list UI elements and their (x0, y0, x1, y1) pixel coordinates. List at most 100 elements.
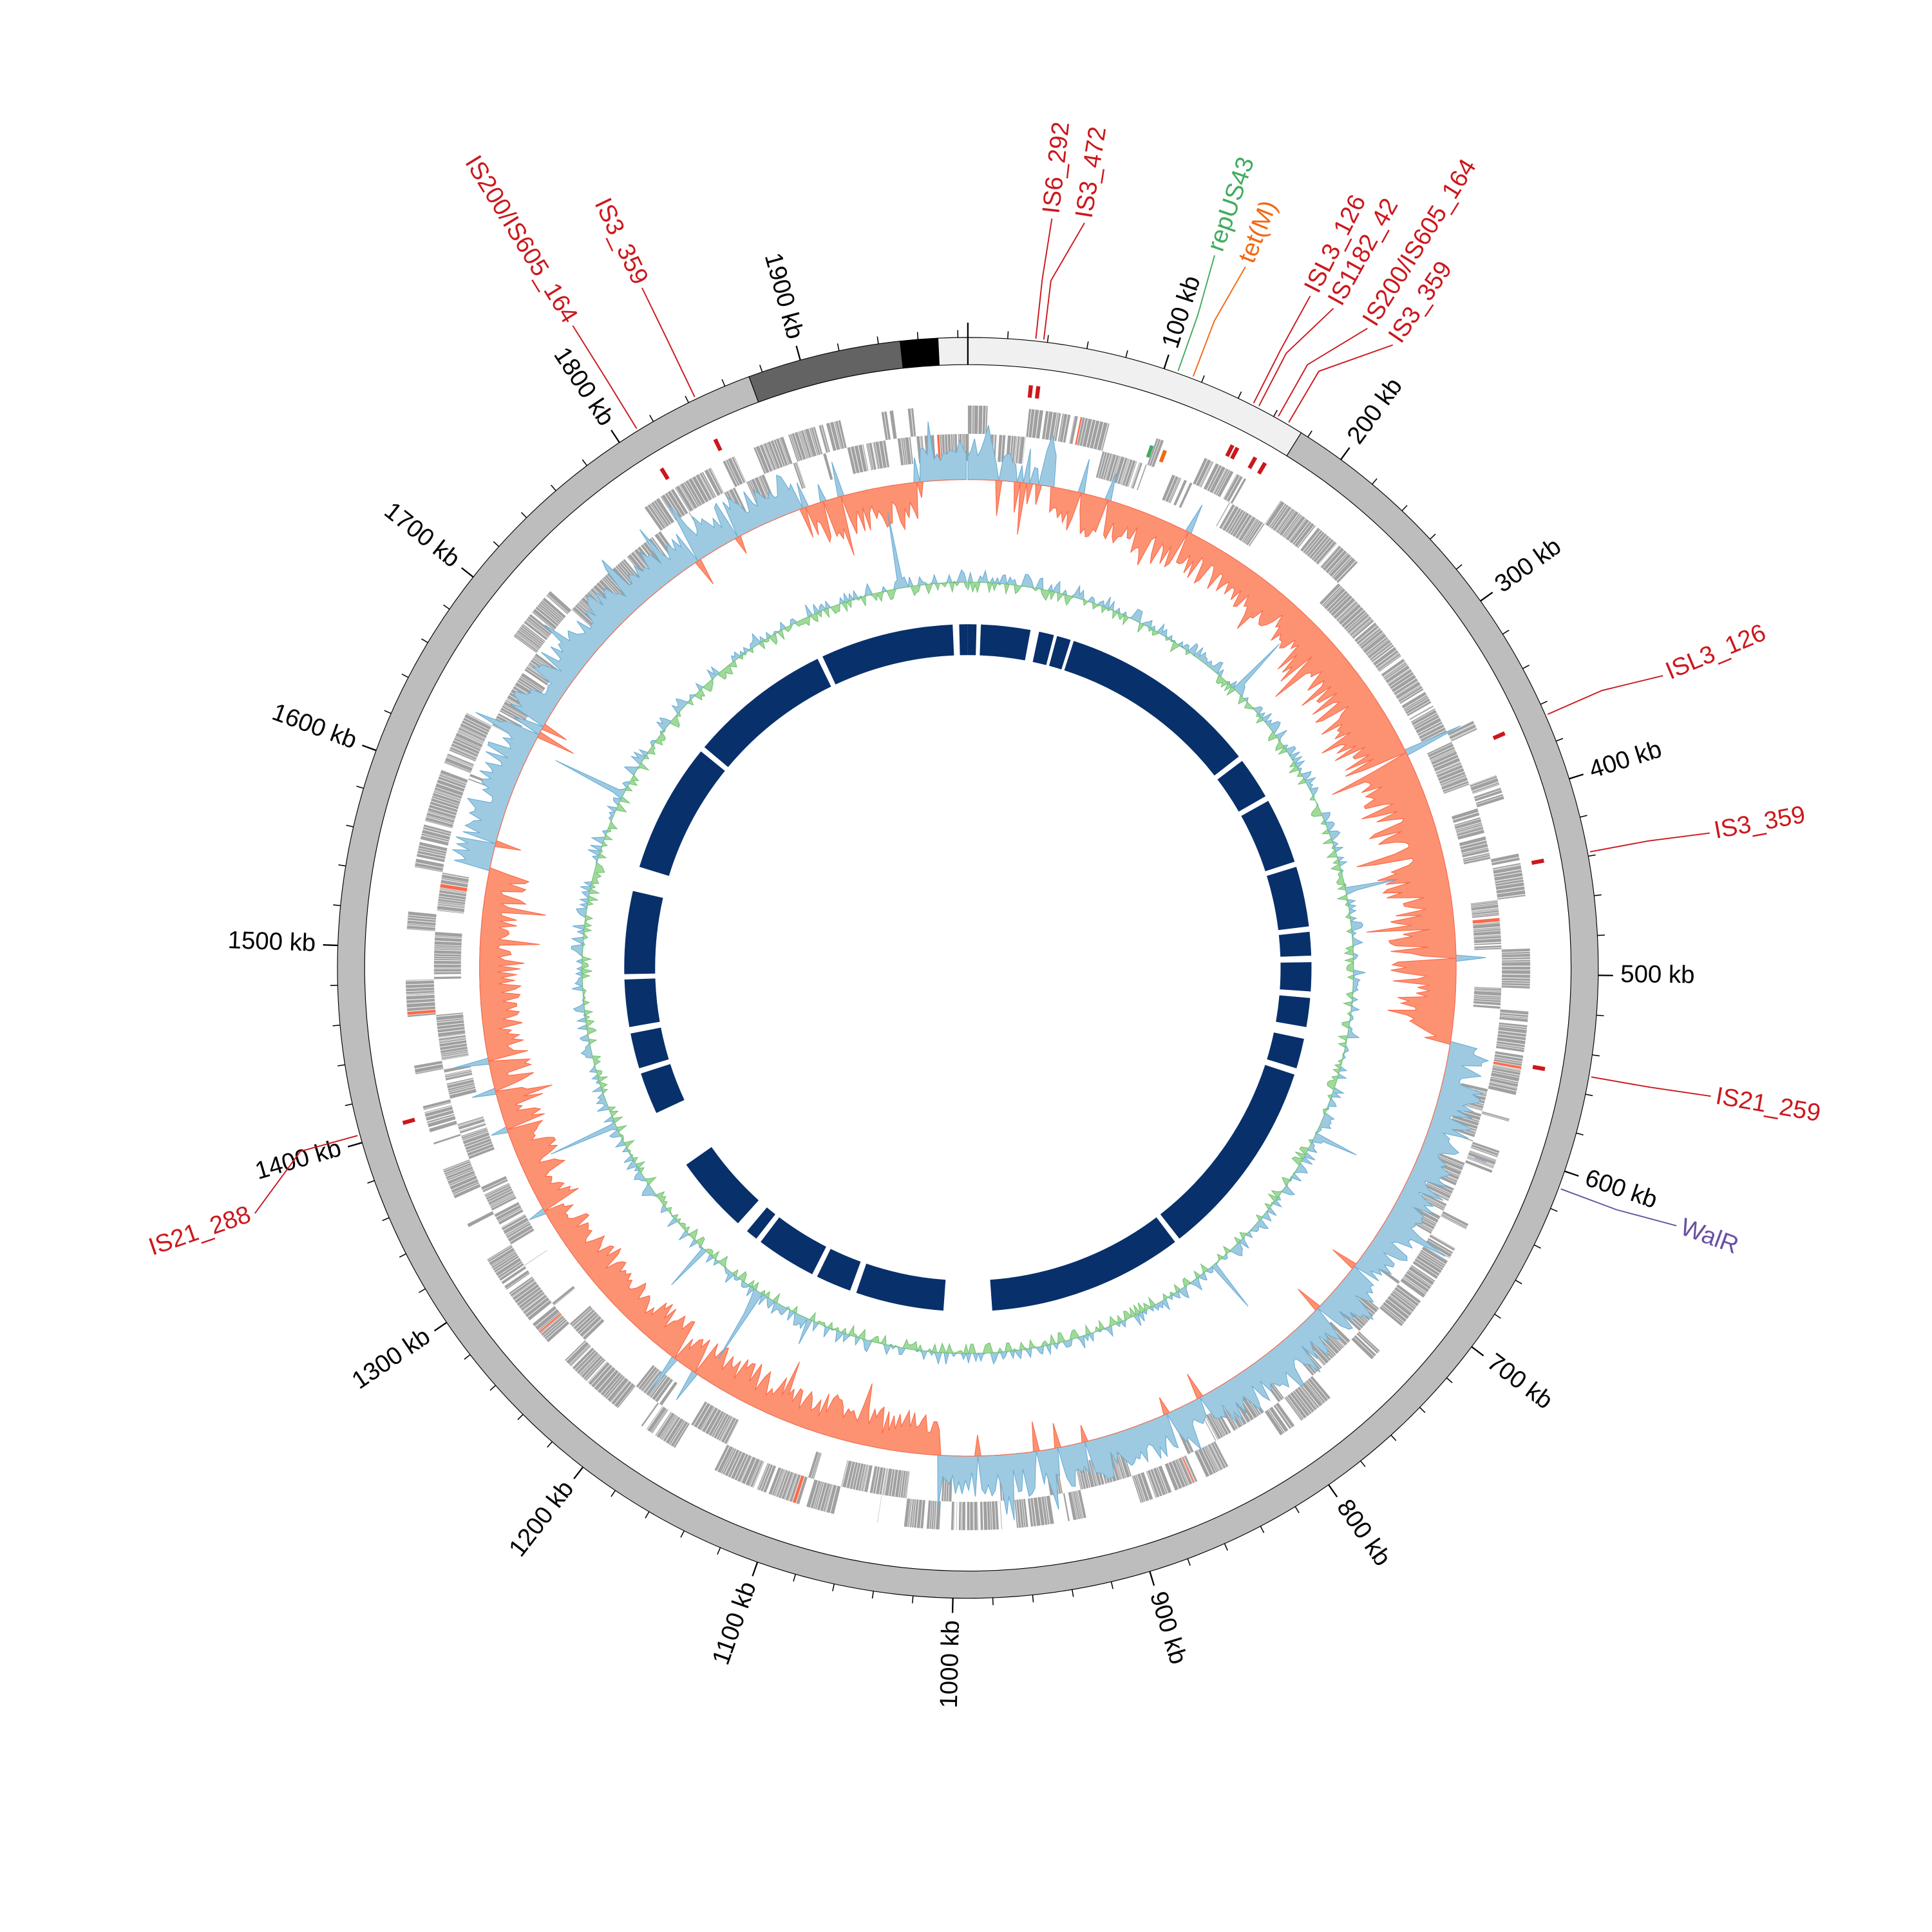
gene (433, 960, 462, 965)
gene (514, 633, 539, 652)
gene (500, 1213, 526, 1228)
gene (1378, 655, 1402, 672)
gene (1441, 777, 1468, 790)
gene (450, 1175, 478, 1190)
gene (1492, 864, 1521, 871)
gene (1473, 934, 1501, 938)
gene (414, 866, 443, 873)
gene (829, 421, 840, 451)
gene (1278, 509, 1296, 535)
gene (518, 628, 543, 647)
gene (459, 1122, 486, 1132)
gene (1443, 783, 1470, 795)
gene (1285, 515, 1306, 541)
gene (1470, 777, 1499, 791)
gene (1415, 717, 1442, 734)
gene (741, 1456, 757, 1484)
gene (1463, 854, 1490, 862)
minor-tick (1260, 1526, 1265, 1533)
gene (522, 1293, 545, 1312)
gene (406, 992, 435, 995)
gene (603, 1374, 624, 1398)
gene (1434, 757, 1461, 772)
gene (1178, 1457, 1193, 1485)
gene (513, 635, 538, 654)
gene (1192, 457, 1208, 486)
gene (520, 676, 544, 692)
gene (724, 1418, 739, 1444)
gene (1089, 420, 1100, 449)
minor-tick (421, 638, 428, 643)
gene (1391, 674, 1417, 693)
gene (1481, 1111, 1510, 1121)
gene (1393, 677, 1419, 696)
gene (806, 1479, 819, 1508)
gene (1127, 460, 1137, 488)
gene (1427, 743, 1454, 758)
minor-tick (649, 415, 654, 422)
gene (1275, 1402, 1295, 1428)
annotation-leader-line (1278, 328, 1368, 417)
gene (661, 1416, 679, 1441)
gene (1310, 1376, 1331, 1400)
gene (425, 1110, 455, 1121)
gene (457, 730, 484, 743)
gene (1498, 1024, 1528, 1030)
gene (1456, 826, 1484, 837)
gene (1245, 521, 1264, 546)
gene (423, 1102, 451, 1111)
gene (1132, 1475, 1142, 1504)
gene (858, 1463, 866, 1492)
gene (422, 826, 451, 837)
gene (670, 488, 688, 515)
gene (1213, 468, 1227, 494)
synteny-block (1276, 995, 1311, 1027)
gene (909, 1499, 914, 1528)
gene (484, 1184, 511, 1198)
gene (768, 1467, 782, 1495)
gene (438, 1033, 466, 1038)
gene (659, 1381, 678, 1406)
gene (1305, 531, 1325, 556)
gene (450, 745, 478, 758)
major-tick (573, 1466, 584, 1480)
gene (445, 1166, 473, 1180)
gene (683, 481, 700, 507)
synteny-block (822, 624, 954, 685)
gene (1146, 1470, 1157, 1499)
gene (433, 976, 462, 980)
gene (1117, 457, 1128, 485)
gene (1490, 1072, 1520, 1082)
gene (1161, 474, 1176, 501)
gene (1403, 1273, 1430, 1293)
gene (440, 879, 468, 888)
minor-tick (1237, 391, 1242, 399)
gene (462, 1132, 490, 1145)
gene (694, 1403, 711, 1428)
gene (482, 1179, 509, 1193)
gene (1499, 1015, 1528, 1019)
gene (1501, 948, 1530, 952)
gene (1201, 1446, 1217, 1474)
gene (1493, 1064, 1521, 1070)
gene (433, 964, 462, 968)
gene (446, 1168, 474, 1182)
gene (1497, 1030, 1527, 1037)
gene (884, 411, 891, 440)
gene (1381, 1304, 1405, 1324)
minor-tick (1596, 1014, 1604, 1017)
gene (1426, 1182, 1452, 1196)
major-tick (433, 1321, 448, 1332)
gene (1336, 601, 1358, 622)
gene (1181, 1456, 1195, 1484)
gene (434, 937, 462, 942)
gene (1205, 1445, 1220, 1472)
gene (900, 1470, 906, 1498)
gene (497, 1260, 523, 1279)
gene (715, 1414, 732, 1440)
gene (1430, 749, 1456, 762)
gene (1365, 636, 1388, 656)
gene (1229, 511, 1247, 536)
minor-tick (1307, 430, 1312, 438)
gene (1294, 522, 1315, 547)
